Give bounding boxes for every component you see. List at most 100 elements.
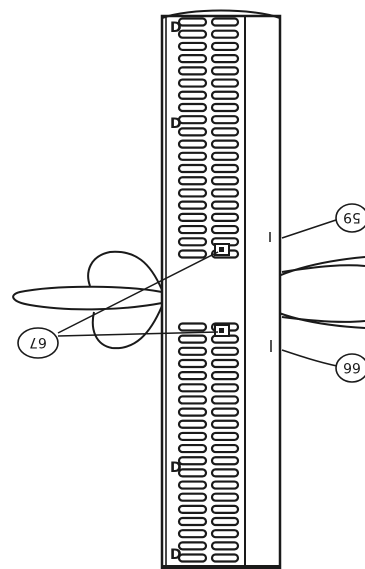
slot-right (210, 66, 240, 76)
slot-right (210, 504, 240, 514)
slot-row (177, 139, 240, 149)
leader-67-lower (57, 331, 219, 337)
slot-left (177, 358, 208, 369)
slot-row (177, 468, 240, 478)
slot-row (177, 212, 240, 222)
slot-right (210, 151, 240, 161)
slot-left (177, 541, 208, 551)
column-top-rim (161, 9, 281, 19)
callout-66-label: 66 (343, 359, 361, 375)
d-marker: D (170, 20, 182, 36)
slot-right (210, 541, 240, 551)
slot-left (177, 431, 208, 442)
slot-left (177, 407, 208, 417)
slot-left (177, 29, 208, 39)
slot-row (177, 516, 240, 527)
slot-left (177, 456, 208, 466)
slot-row (177, 358, 240, 369)
slot-right (210, 492, 240, 502)
slot-row (177, 456, 240, 466)
slot-row (177, 17, 240, 27)
leader-67-upper (57, 251, 219, 334)
slot-left (177, 468, 208, 478)
slot-row (177, 407, 240, 417)
slot-row (177, 176, 240, 186)
slot-left (177, 139, 208, 149)
slot-left (177, 41, 208, 52)
slot-left (177, 395, 208, 405)
slot-array (177, 17, 240, 563)
slot-left (177, 237, 208, 247)
leader-59 (281, 219, 337, 239)
slot-left (177, 492, 208, 502)
slot-row (177, 163, 240, 174)
slot-left (177, 553, 208, 563)
slot-row (177, 529, 240, 539)
slot-right (210, 516, 240, 527)
slot-row (177, 188, 240, 198)
slot-left (177, 322, 208, 332)
slot-left (177, 516, 208, 527)
slot-left (177, 66, 208, 76)
slot-row (177, 346, 240, 356)
callout-67-label: 67 (29, 334, 47, 350)
slot-row (177, 443, 240, 454)
slot-row (177, 66, 240, 76)
slot-left (177, 419, 208, 429)
slot-left (177, 249, 208, 259)
slot-right (210, 29, 240, 39)
marker-upper (214, 243, 230, 256)
slot-row (177, 371, 240, 381)
slot-right (210, 383, 240, 393)
slot-right (210, 419, 240, 429)
slot-right (210, 78, 240, 88)
leader-66 (281, 349, 338, 367)
slot-row (177, 115, 240, 125)
slot-row (177, 78, 240, 88)
slot-row (177, 224, 240, 235)
slot-row (177, 29, 240, 39)
slot-row (177, 151, 240, 161)
slot-row (177, 41, 240, 52)
slot-row (177, 541, 240, 551)
slot-right (210, 346, 240, 356)
slot-right (210, 456, 240, 466)
slot-right (210, 17, 240, 27)
slot-right (210, 468, 240, 478)
slot-row (177, 431, 240, 442)
slot-right (210, 90, 240, 100)
slot-row (177, 553, 240, 563)
slot-right (210, 176, 240, 186)
slot-left (177, 151, 208, 161)
slot-left (177, 334, 208, 344)
slot-row (177, 383, 240, 393)
slot-left (177, 383, 208, 393)
slot-left (177, 480, 208, 490)
slot-left (177, 224, 208, 235)
callout-59: 59 (335, 203, 365, 233)
slot-right (210, 115, 240, 125)
slot-left (177, 188, 208, 198)
slot-left (177, 504, 208, 514)
slot-right (210, 553, 240, 563)
slot-right (210, 431, 240, 442)
slot-right (210, 163, 240, 174)
d-marker: D (170, 116, 182, 132)
slot-right (210, 529, 240, 539)
slot-row (177, 200, 240, 210)
slot-right (210, 358, 240, 369)
callout-67: 67 (17, 327, 59, 359)
slot-row (177, 334, 240, 344)
slot-left (177, 115, 208, 125)
slot-right (210, 395, 240, 405)
slot-left (177, 176, 208, 186)
marker-lower (214, 324, 230, 337)
slot-right (210, 188, 240, 198)
slot-left (177, 102, 208, 113)
slot-right (210, 371, 240, 381)
slot-right (210, 212, 240, 222)
slot-right (210, 127, 240, 137)
